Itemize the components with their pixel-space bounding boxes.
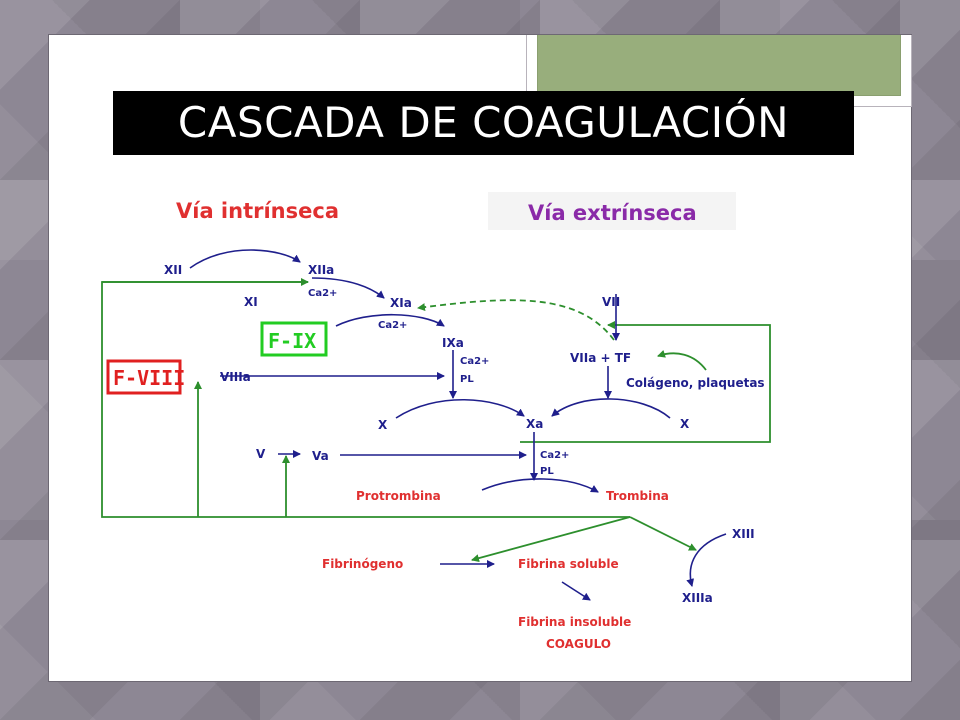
extrinsic-label-bg <box>488 192 736 230</box>
factor-ixa: IXa <box>442 336 464 350</box>
label-fibrina-insoluble: Fibrina insoluble <box>518 615 631 629</box>
factor-x-left: X <box>378 418 388 432</box>
factor-v: V <box>256 447 266 461</box>
intrinsic-pathway-label: Vía intrínseca <box>176 199 339 223</box>
factor-xiiia: XIIIa <box>682 591 713 605</box>
feedback-to-viia <box>520 321 771 443</box>
factor-xia: XIa <box>390 296 412 310</box>
decorative-tab-fill <box>537 35 901 96</box>
cofactor-ca-va: Ca2+ <box>540 450 569 461</box>
factor-xiia: XIIa <box>308 263 334 277</box>
cofactor-ca-viii: Ca2+ <box>460 356 489 367</box>
extrinsic-pathway-label: Vía extrínseca <box>528 201 697 225</box>
fix-box <box>260 321 328 357</box>
cofactor-ca-xi: Ca2+ <box>308 288 337 299</box>
factor-colageno-plaquetas: Colágeno, plaquetas <box>626 376 765 390</box>
label-trombina: Trombina <box>606 489 669 503</box>
label-protrombina: Protrombina <box>356 489 441 503</box>
coagulation-diagram-svg: Vía intrínseca Vía extrínseca <box>101 192 771 651</box>
label-fibrinogeno: Fibrinógeno <box>322 557 403 571</box>
factor-xii: XII <box>164 263 182 277</box>
factor-viiia: VIIIa <box>220 370 251 384</box>
coagulation-diagram: Vía intrínseca Vía extrínseca <box>100 174 828 662</box>
trombina-to-fibrinogeno <box>471 516 631 563</box>
cofactor-pl-viii: PL <box>460 374 474 385</box>
label-coagulo: COAGULO <box>546 637 611 651</box>
blue-reaction-paths <box>189 249 727 601</box>
factor-x-right: X <box>680 417 690 431</box>
fviii-box <box>106 359 182 395</box>
factor-xa: Xa <box>526 417 543 431</box>
factor-fviii: F-VIII <box>113 366 185 390</box>
colageno-arrow <box>657 349 707 371</box>
factor-xiii: XIII <box>732 527 755 541</box>
label-fibrina-soluble: Fibrina soluble <box>518 557 619 571</box>
green-feedback-paths <box>101 278 771 563</box>
cofactor-pl-va: PL <box>540 466 554 477</box>
factor-fix: F-IX <box>268 329 316 353</box>
slide-title: CASCADA DE COAGULACIÓN <box>113 91 854 155</box>
factor-vii: VII <box>602 295 620 309</box>
trombina-to-xiiia <box>629 516 697 551</box>
factor-xi: XI <box>244 295 258 309</box>
cofactor-ca-ix: Ca2+ <box>378 320 407 331</box>
factor-viia-tf: VIIa + TF <box>570 351 631 365</box>
factor-va: Va <box>312 449 329 463</box>
dashed-to-xia <box>417 299 615 341</box>
